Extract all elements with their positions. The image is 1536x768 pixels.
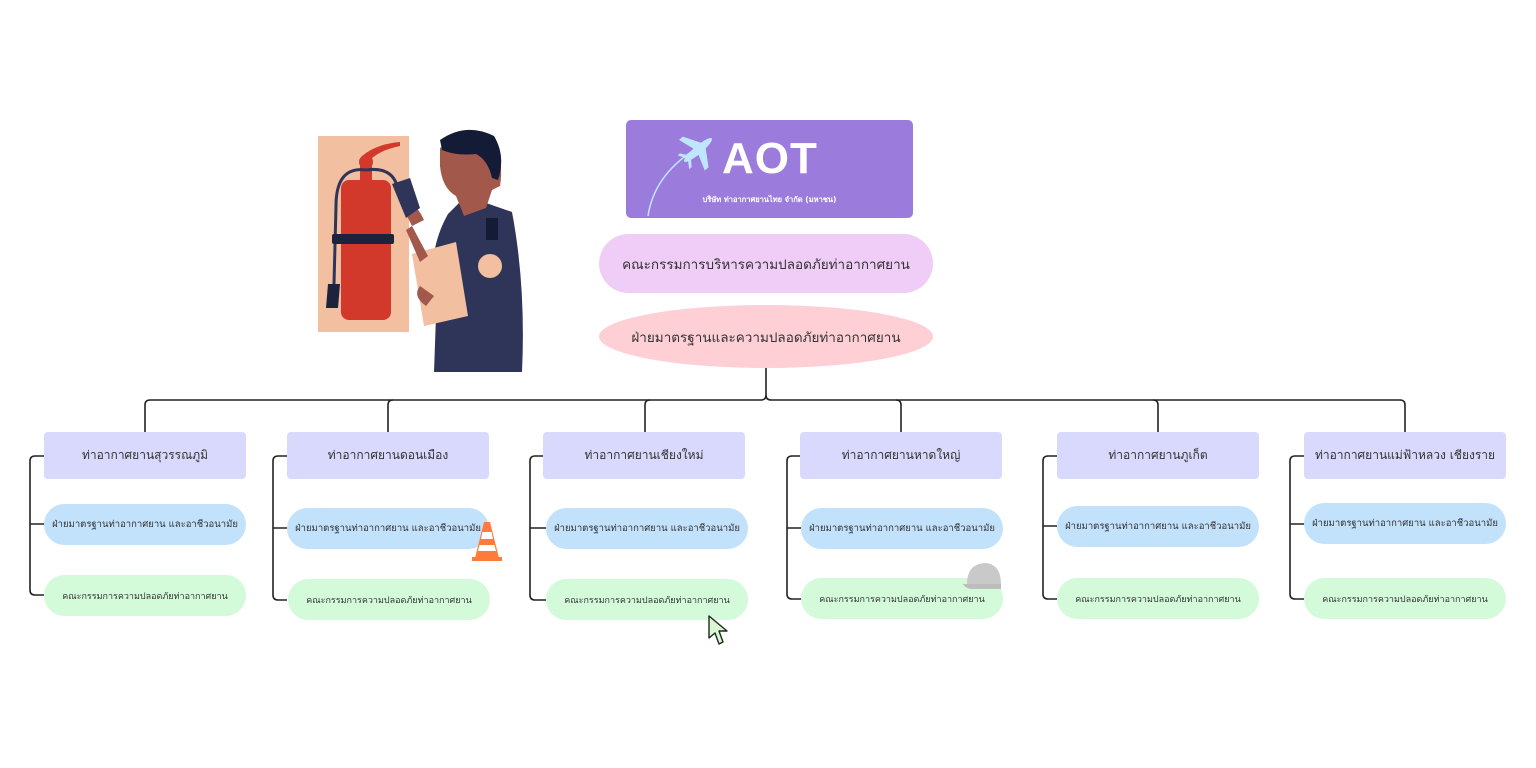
bracket-donmueang [272, 455, 287, 601]
airport-label: ท่าอากาศยานเชียงใหม่ [584, 448, 704, 462]
branch-phuket [1152, 399, 1159, 432]
node-label: คณะกรรมการความปลอดภัยท่าอากาศยาน [1322, 594, 1488, 605]
airplane-icon [647, 136, 713, 217]
trunk-line-right [765, 394, 1406, 432]
airport-label: ท่าอากาศยานหาดใหญ่ [841, 448, 961, 462]
standards-division-node[interactable]: ฝ่ายมาตรฐานท่าอากาศยาน และอาชีวอนามัย [44, 504, 246, 545]
standards-division-node[interactable]: ฝ่ายมาตรฐานท่าอากาศยาน และอาชีวอนามัย [1057, 506, 1259, 547]
aot-logo: AOT บริษัท ท่าอากาศยานไทย จำกัด (มหาชน) [626, 120, 913, 218]
airport-label: ท่าอากาศยานภูเก็ต [1108, 448, 1208, 462]
node-label: ฝ่ายมาตรฐานท่าอากาศยาน และอาชีวอนามัย [809, 523, 995, 534]
safety-officer-illustration [318, 129, 523, 372]
bracket-hatyai [786, 455, 802, 600]
node-label: คณะกรรมการความปลอดภัยท่าอากาศยาน [1075, 594, 1241, 605]
trunk-line [144, 368, 767, 432]
node-label: ฝ่ายมาตรฐานและความปลอดภัยท่าอากาศยาน [631, 329, 901, 346]
safety-committee-node[interactable]: คณะกรรมการความปลอดภัยท่าอากาศยาน [1057, 578, 1259, 619]
mouse-cursor-icon [708, 615, 728, 645]
branch-chiangmai [644, 399, 651, 432]
hard-hat-icon [963, 563, 1001, 589]
bracket-chiangrai [1289, 455, 1304, 600]
airport-node-hatyai[interactable]: ท่าอากาศยานหาดใหญ่ [800, 432, 1002, 479]
node-label: คณะกรรมการความปลอดภัยท่าอากาศยาน [62, 591, 228, 602]
airport-node-phuket[interactable]: ท่าอากาศยานภูเก็ต [1057, 432, 1259, 479]
node-label: ฝ่ายมาตรฐานท่าอากาศยาน และอาชีวอนามัย [1312, 518, 1498, 529]
logo-title: AOT [722, 134, 818, 183]
safety-committee-node[interactable]: คณะกรรมการความปลอดภัยท่าอากาศยาน [44, 575, 246, 616]
standards-division-node[interactable]: ฝ่ายมาตรฐานท่าอากาศยาน และอาชีวอนามัย [1304, 503, 1506, 544]
safety-committee-node[interactable]: คณะกรรมการความปลอดภัยท่าอากาศยาน [1304, 578, 1506, 619]
standards-safety-division-node[interactable]: ฝ่ายมาตรฐานและความปลอดภัยท่าอากาศยาน [599, 305, 933, 368]
airport-node-suvarnabhumi[interactable]: ท่าอากาศยานสุวรรณภูมิ [44, 432, 246, 479]
branch-hatyai [895, 399, 902, 432]
safety-committee-node[interactable]: คณะกรรมการความปลอดภัยท่าอากาศยาน [288, 579, 490, 620]
traffic-cone-icon [472, 522, 502, 561]
node-label: คณะกรรมการความปลอดภัยท่าอากาศยาน [564, 595, 730, 606]
executive-safety-committee-node[interactable]: คณะกรรมการบริหารความปลอดภัยท่าอากาศยาน [599, 234, 933, 293]
node-label: คณะกรรมการบริหารความปลอดภัยท่าอากาศยาน [622, 256, 910, 273]
node-label: ฝ่ายมาตรฐานท่าอากาศยาน และอาชีวอนามัย [295, 523, 481, 534]
airport-node-chiangrai[interactable]: ท่าอากาศยานแม่ฟ้าหลวง เชียงราย [1304, 432, 1506, 479]
bracket-suvarnabhumi [29, 455, 44, 596]
airport-label: ท่าอากาศยานดอนเมือง [327, 448, 449, 462]
node-label: คณะกรรมการความปลอดภัยท่าอากาศยาน [306, 595, 472, 606]
standards-division-node[interactable]: ฝ่ายมาตรฐานท่าอากาศยาน และอาชีวอนามัย [287, 508, 489, 549]
node-label: ฝ่ายมาตรฐานท่าอากาศยาน และอาชีวอนามัย [52, 519, 238, 530]
node-label: คณะกรรมการความปลอดภัยท่าอากาศยาน [819, 594, 985, 605]
node-label: ฝ่ายมาตรฐานท่าอากาศยาน และอาชีวอนามัย [554, 523, 740, 534]
standards-division-node[interactable]: ฝ่ายมาตรฐานท่าอากาศยาน และอาชีวอนามัย [801, 508, 1003, 549]
airport-label: ท่าอากาศยานสุวรรณภูมิ [81, 448, 209, 462]
airport-label: ท่าอากาศยานแม่ฟ้าหลวง เชียงราย [1314, 448, 1496, 462]
node-label: ฝ่ายมาตรฐานท่าอากาศยาน และอาชีวอนามัย [1065, 521, 1251, 532]
branch-donmueang [387, 399, 394, 432]
standards-division-node[interactable]: ฝ่ายมาตรฐานท่าอากาศยาน และอาชีวอนามัย [546, 508, 748, 549]
logo-subtitle: บริษัท ท่าอากาศยานไทย จำกัด (มหาชน) [702, 195, 837, 204]
airport-node-chiangmai[interactable]: ท่าอากาศยานเชียงใหม่ [543, 432, 745, 479]
airport-node-donmueang[interactable]: ท่าอากาศยานดอนเมือง [287, 432, 489, 479]
safety-committee-node[interactable]: คณะกรรมการความปลอดภัยท่าอากาศยาน [546, 579, 748, 620]
bracket-phuket [1042, 455, 1057, 600]
